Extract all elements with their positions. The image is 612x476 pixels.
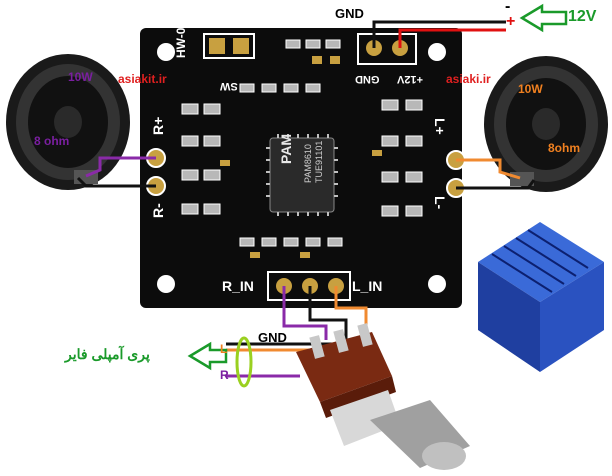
mount-hole [157, 275, 175, 293]
mount-hole [428, 275, 446, 293]
power-terminal [357, 33, 417, 65]
r-plus-wire [85, 156, 156, 178]
l-plus-wire [456, 158, 521, 180]
gnd-in-wire [308, 286, 348, 340]
l-plus-label: L+ [432, 118, 448, 135]
power-minus-label: - [505, 0, 511, 15]
power-gnd-label: GND [335, 6, 364, 21]
preamp-arrow [187, 341, 228, 371]
preamp-label: پری آمپلی فایر [65, 346, 150, 362]
power-arrow [519, 3, 568, 33]
chip-pins [266, 134, 338, 216]
chip-brand: PAM [278, 133, 294, 164]
pin-pad [233, 38, 249, 54]
left-speaker-impedance: 8 ohm [34, 134, 70, 148]
potentiometer [296, 323, 470, 470]
pcb-gnd-label: GND [355, 73, 380, 85]
gnd-wire [372, 20, 506, 48]
input-loop [235, 336, 253, 388]
mount-hole [428, 43, 446, 61]
smd-components [181, 39, 423, 247]
heatsink [478, 222, 604, 372]
board-model-label: HW-009 [174, 14, 188, 58]
input-gnd-label: GND [258, 330, 287, 345]
power-plus-label: + [506, 13, 516, 30]
pcb-12v-label: +12V [397, 73, 423, 85]
chip-code: TUE91101 [314, 140, 324, 183]
amplifier-chip [269, 137, 335, 213]
sw-label: SW [220, 80, 238, 92]
right-speaker-impedance: 8ohm [548, 141, 581, 155]
right-speaker-power: 10W [518, 82, 543, 96]
r-plus-label: R+ [150, 116, 166, 135]
l-in-label: L_IN [352, 278, 383, 294]
v12-wire [398, 28, 506, 48]
left-speaker-power: 10W [68, 70, 93, 84]
sw-jumper [203, 33, 255, 59]
left-speaker [6, 54, 130, 190]
r-minus-label: R- [150, 203, 166, 218]
mount-hole [157, 43, 175, 61]
l-minus-wire [456, 179, 536, 190]
l-minus-label: L- [432, 196, 448, 210]
input-l-label: L [220, 342, 228, 356]
right-speaker [484, 56, 608, 192]
left-site-label: asiakit.ir [118, 72, 167, 86]
r-in-wire [282, 286, 328, 340]
voltage-label: 12V [568, 8, 597, 25]
pin-pad [209, 38, 225, 54]
chip-model: PAM8610 [303, 144, 313, 183]
smd-caps [220, 56, 382, 258]
right-site-label: asiaki.ir [446, 72, 491, 86]
input-r-label: R [220, 368, 229, 382]
r-in-label: R_IN [222, 278, 254, 294]
r-minus-wire [76, 176, 156, 188]
